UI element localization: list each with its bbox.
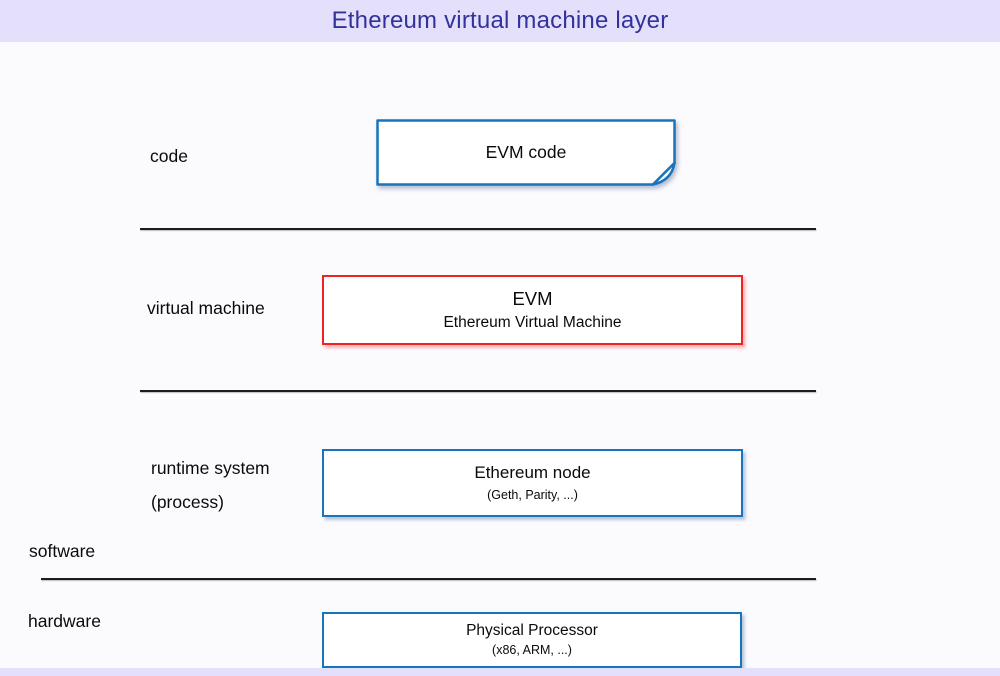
note-shape-icon — [376, 119, 676, 186]
label-software: software — [29, 541, 96, 561]
label-runtime-process: (process) — [151, 492, 224, 512]
evm-box: EVM Ethereum Virtual Machine — [322, 275, 743, 345]
evm-box-subtitle: Ethereum Virtual Machine — [443, 314, 622, 331]
evm-code-title: EVM code — [485, 142, 567, 162]
divider-software-hardware — [41, 578, 816, 580]
divider-vm-runtime — [140, 390, 816, 392]
note-fold-icon — [651, 161, 676, 186]
page-title: Ethereum virtual machine layer — [331, 7, 669, 34]
footer-band — [0, 668, 1000, 676]
evm-box-title: EVM — [512, 288, 553, 309]
ethereum-node-subtitle: (Geth, Parity, ...) — [487, 488, 578, 502]
label-hardware: hardware — [28, 611, 101, 631]
physical-processor-subtitle: (x86, ARM, ...) — [492, 643, 572, 657]
header-band: Ethereum virtual machine layer — [0, 0, 1000, 42]
ethereum-node-box: Ethereum node (Geth, Parity, ...) — [322, 449, 743, 517]
label-virtual-machine: virtual machine — [147, 298, 265, 318]
label-code: code — [150, 146, 188, 166]
physical-processor-title: Physical Processor — [466, 622, 598, 639]
divider-code-vm — [140, 228, 816, 230]
physical-processor-box: Physical Processor (x86, ARM, ...) — [322, 612, 742, 668]
ethereum-node-title: Ethereum node — [474, 463, 591, 482]
label-runtime-system: runtime system — [151, 458, 270, 478]
evm-code-note: EVM code — [376, 119, 676, 186]
